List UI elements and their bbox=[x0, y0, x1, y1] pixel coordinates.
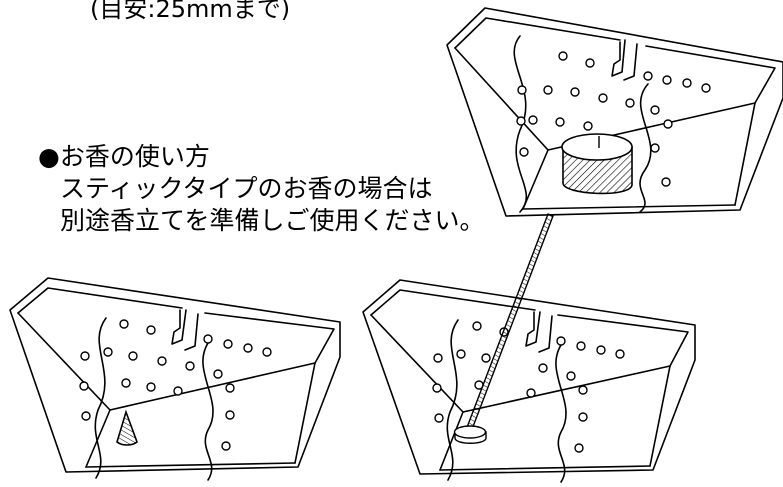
instruction-line-2: 別途香立てを準備しご使用ください。 bbox=[60, 206, 485, 235]
section-heading: ●お香の使い方 bbox=[38, 142, 210, 171]
holder-with-cone bbox=[9, 277, 341, 481]
vent-holes bbox=[516, 51, 711, 187]
vent-holes bbox=[432, 321, 625, 453]
incense-cup bbox=[561, 133, 633, 195]
vent-holes bbox=[79, 319, 272, 451]
incense-cone bbox=[116, 409, 138, 446]
instruction-line-1: スティックタイプのお香の場合は bbox=[60, 174, 433, 203]
holder-with-cup bbox=[446, 7, 783, 217]
holder-with-stick bbox=[362, 213, 696, 483]
incense-stick bbox=[453, 213, 554, 444]
size-guideline-note: (目安:25mmまで) bbox=[90, 0, 291, 23]
